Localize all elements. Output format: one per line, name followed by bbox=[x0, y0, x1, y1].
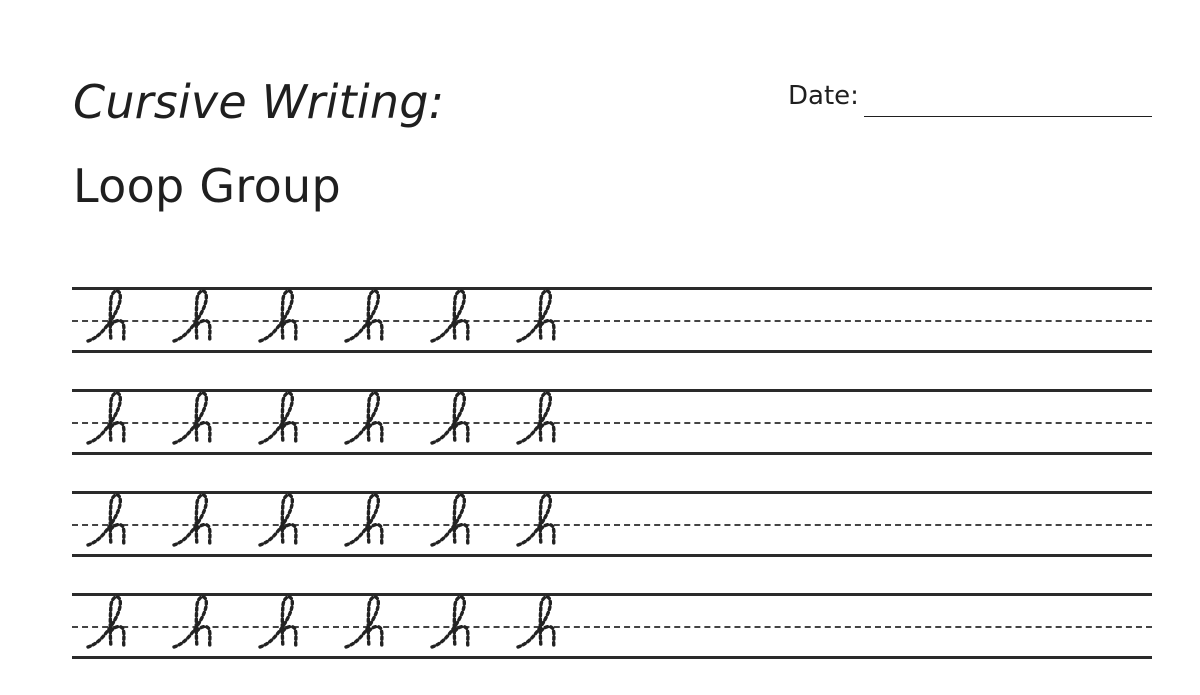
dotted-letter-glyph bbox=[86, 289, 126, 343]
tracing-letters bbox=[82, 493, 598, 555]
dotted-letter-glyph bbox=[516, 595, 556, 649]
tracing-letter-h bbox=[340, 595, 426, 657]
page-title: Cursive Writing: bbox=[73, 75, 445, 129]
dotted-letter-glyph bbox=[344, 493, 384, 547]
row-midline-dashed bbox=[72, 524, 1152, 526]
tracing-letter-h bbox=[512, 595, 598, 657]
tracing-letter-h bbox=[340, 391, 426, 453]
dotted-letter-glyph bbox=[344, 391, 384, 445]
dotted-letter-glyph bbox=[258, 493, 298, 547]
dotted-letter-glyph bbox=[430, 595, 470, 649]
tracing-letter-h bbox=[512, 289, 598, 351]
tracing-letter-h bbox=[168, 493, 254, 555]
tracing-letter-h bbox=[254, 493, 340, 555]
dotted-letter-glyph bbox=[172, 595, 212, 649]
tracing-letter-h bbox=[426, 493, 512, 555]
dotted-letter-glyph bbox=[430, 289, 470, 343]
tracing-letter-h bbox=[340, 289, 426, 351]
practice-row bbox=[72, 491, 1152, 557]
practice-row bbox=[72, 593, 1152, 659]
dotted-letter-glyph bbox=[172, 493, 212, 547]
date-field: Date: bbox=[788, 78, 1152, 118]
tracing-letter-h bbox=[168, 595, 254, 657]
dotted-letter-glyph bbox=[86, 595, 126, 649]
tracing-letter-h bbox=[168, 289, 254, 351]
dotted-letter-glyph bbox=[344, 595, 384, 649]
tracing-letter-h bbox=[340, 493, 426, 555]
dotted-letter-glyph bbox=[172, 289, 212, 343]
tracing-letter-h bbox=[82, 391, 168, 453]
dotted-letter-glyph bbox=[516, 493, 556, 547]
row-baseline bbox=[72, 554, 1152, 557]
tracing-letter-h bbox=[254, 289, 340, 351]
tracing-letter-h bbox=[254, 595, 340, 657]
dotted-letter-glyph bbox=[258, 391, 298, 445]
tracing-letter-h bbox=[512, 493, 598, 555]
tracing-letter-h bbox=[254, 391, 340, 453]
practice-row bbox=[72, 389, 1152, 455]
tracing-letter-h bbox=[426, 391, 512, 453]
dotted-letter-glyph bbox=[258, 595, 298, 649]
row-top-line bbox=[72, 389, 1152, 392]
row-top-line bbox=[72, 491, 1152, 494]
tracing-letter-h bbox=[82, 595, 168, 657]
tracing-letter-h bbox=[82, 493, 168, 555]
tracing-letters bbox=[82, 595, 598, 657]
tracing-letter-h bbox=[426, 595, 512, 657]
tracing-letter-h bbox=[168, 391, 254, 453]
dotted-letter-glyph bbox=[86, 391, 126, 445]
row-baseline bbox=[72, 656, 1152, 659]
row-top-line bbox=[72, 287, 1152, 290]
page-subtitle: Loop Group bbox=[73, 159, 341, 213]
row-baseline bbox=[72, 452, 1152, 455]
practice-rows bbox=[72, 287, 1152, 695]
tracing-letter-h bbox=[426, 289, 512, 351]
row-top-line bbox=[72, 593, 1152, 596]
dotted-letter-glyph bbox=[430, 391, 470, 445]
dotted-letter-glyph bbox=[344, 289, 384, 343]
row-midline-dashed bbox=[72, 320, 1152, 322]
row-baseline bbox=[72, 350, 1152, 353]
dotted-letter-glyph bbox=[430, 493, 470, 547]
tracing-letter-h bbox=[512, 391, 598, 453]
tracing-letters bbox=[82, 391, 598, 453]
dotted-letter-glyph bbox=[258, 289, 298, 343]
dotted-letter-glyph bbox=[86, 493, 126, 547]
date-label: Date: bbox=[788, 81, 859, 111]
row-midline-dashed bbox=[72, 422, 1152, 424]
row-midline-dashed bbox=[72, 626, 1152, 628]
dotted-letter-glyph bbox=[516, 391, 556, 445]
dotted-letter-glyph bbox=[172, 391, 212, 445]
dotted-letter-glyph bbox=[516, 289, 556, 343]
tracing-letter-h bbox=[82, 289, 168, 351]
practice-row bbox=[72, 287, 1152, 353]
date-entry-line[interactable] bbox=[864, 116, 1152, 117]
tracing-letters bbox=[82, 289, 598, 351]
